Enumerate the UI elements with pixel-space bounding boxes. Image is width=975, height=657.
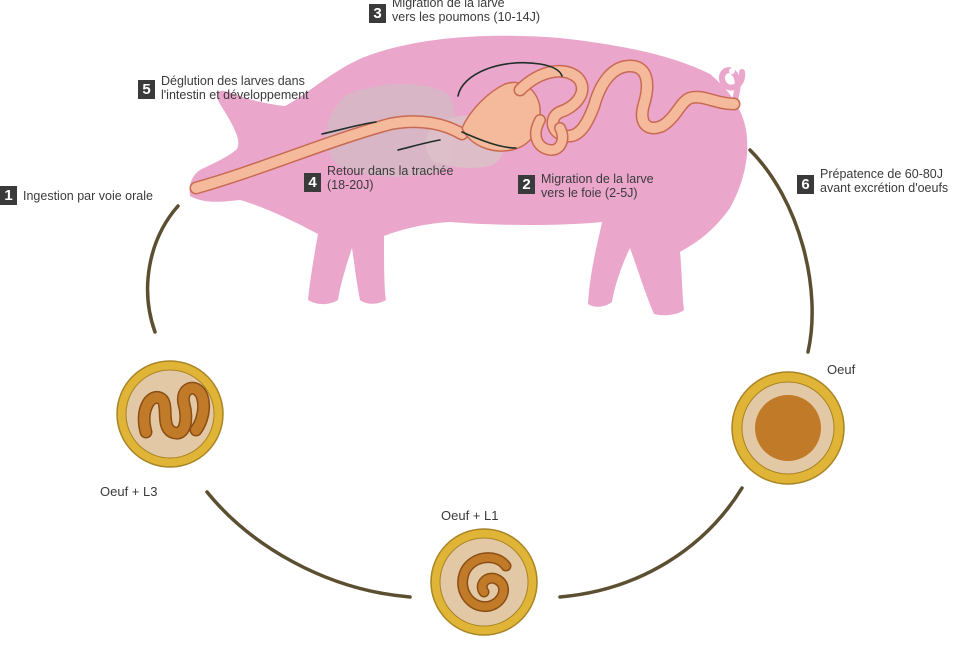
egg-plain [731, 371, 845, 485]
egg-l3 [116, 360, 224, 468]
cycle-arcs [145, 148, 814, 599]
step-number: 1 [0, 186, 17, 205]
egg-l3-label: Oeuf + L3 [100, 484, 158, 499]
step-6-prepatence: 6 Prépatence de 60-80J avant excrétion d… [797, 167, 948, 195]
step-number: 3 [369, 4, 386, 23]
egg-label: Oeuf [827, 362, 856, 377]
step-text: Retour dans la trachée (18-20J) [327, 164, 454, 192]
step-5-intestine: 5 Déglution des larves dans l'intestin e… [138, 74, 309, 102]
arc-l3-to-l1 [205, 490, 412, 599]
step-number: 2 [518, 175, 535, 194]
step-3-lungs: 3 Migration de la larve vers les poumons… [369, 0, 540, 24]
arc-l1-to-egg [558, 486, 744, 599]
intestine-loop-2 [531, 115, 567, 155]
larva-migration-path [321, 62, 563, 151]
arc-ingestion-to-l3 [145, 204, 180, 334]
egg-l1 [430, 528, 538, 636]
pig-body [189, 35, 748, 316]
egg-embryo [755, 395, 821, 461]
intestine [515, 61, 739, 142]
step-1-ingestion: 1 Ingestion par voie orale [0, 186, 153, 205]
pig [189, 35, 748, 316]
step-text: Déglution des larves dans l'intestin et … [161, 74, 309, 102]
egg-l1-label: Oeuf + L1 [441, 508, 499, 523]
digestive-tract [189, 59, 741, 195]
step-number: 4 [304, 173, 321, 192]
step-2-liver: 2 Migration de la larve vers le foie (2-… [518, 172, 654, 200]
step-text: Prépatence de 60-80J avant excrétion d'o… [820, 167, 949, 195]
step-number: 5 [138, 80, 155, 99]
esophagus [191, 116, 467, 193]
step-text: Migration de la larve vers le foie (2-5J… [541, 172, 654, 200]
pig-tail [718, 67, 746, 103]
step-4-trachea: 4 Retour dans la trachée (18-20J) [304, 164, 453, 192]
stomach-organ [461, 81, 541, 152]
pig-tail-loop-hole [729, 68, 735, 74]
step-text: Ingestion par voie orale [23, 189, 153, 203]
step-text: Migration de la larve vers les poumons (… [392, 0, 540, 24]
step-number: 6 [797, 175, 814, 194]
arc-egg-to-prepatence [748, 148, 814, 354]
